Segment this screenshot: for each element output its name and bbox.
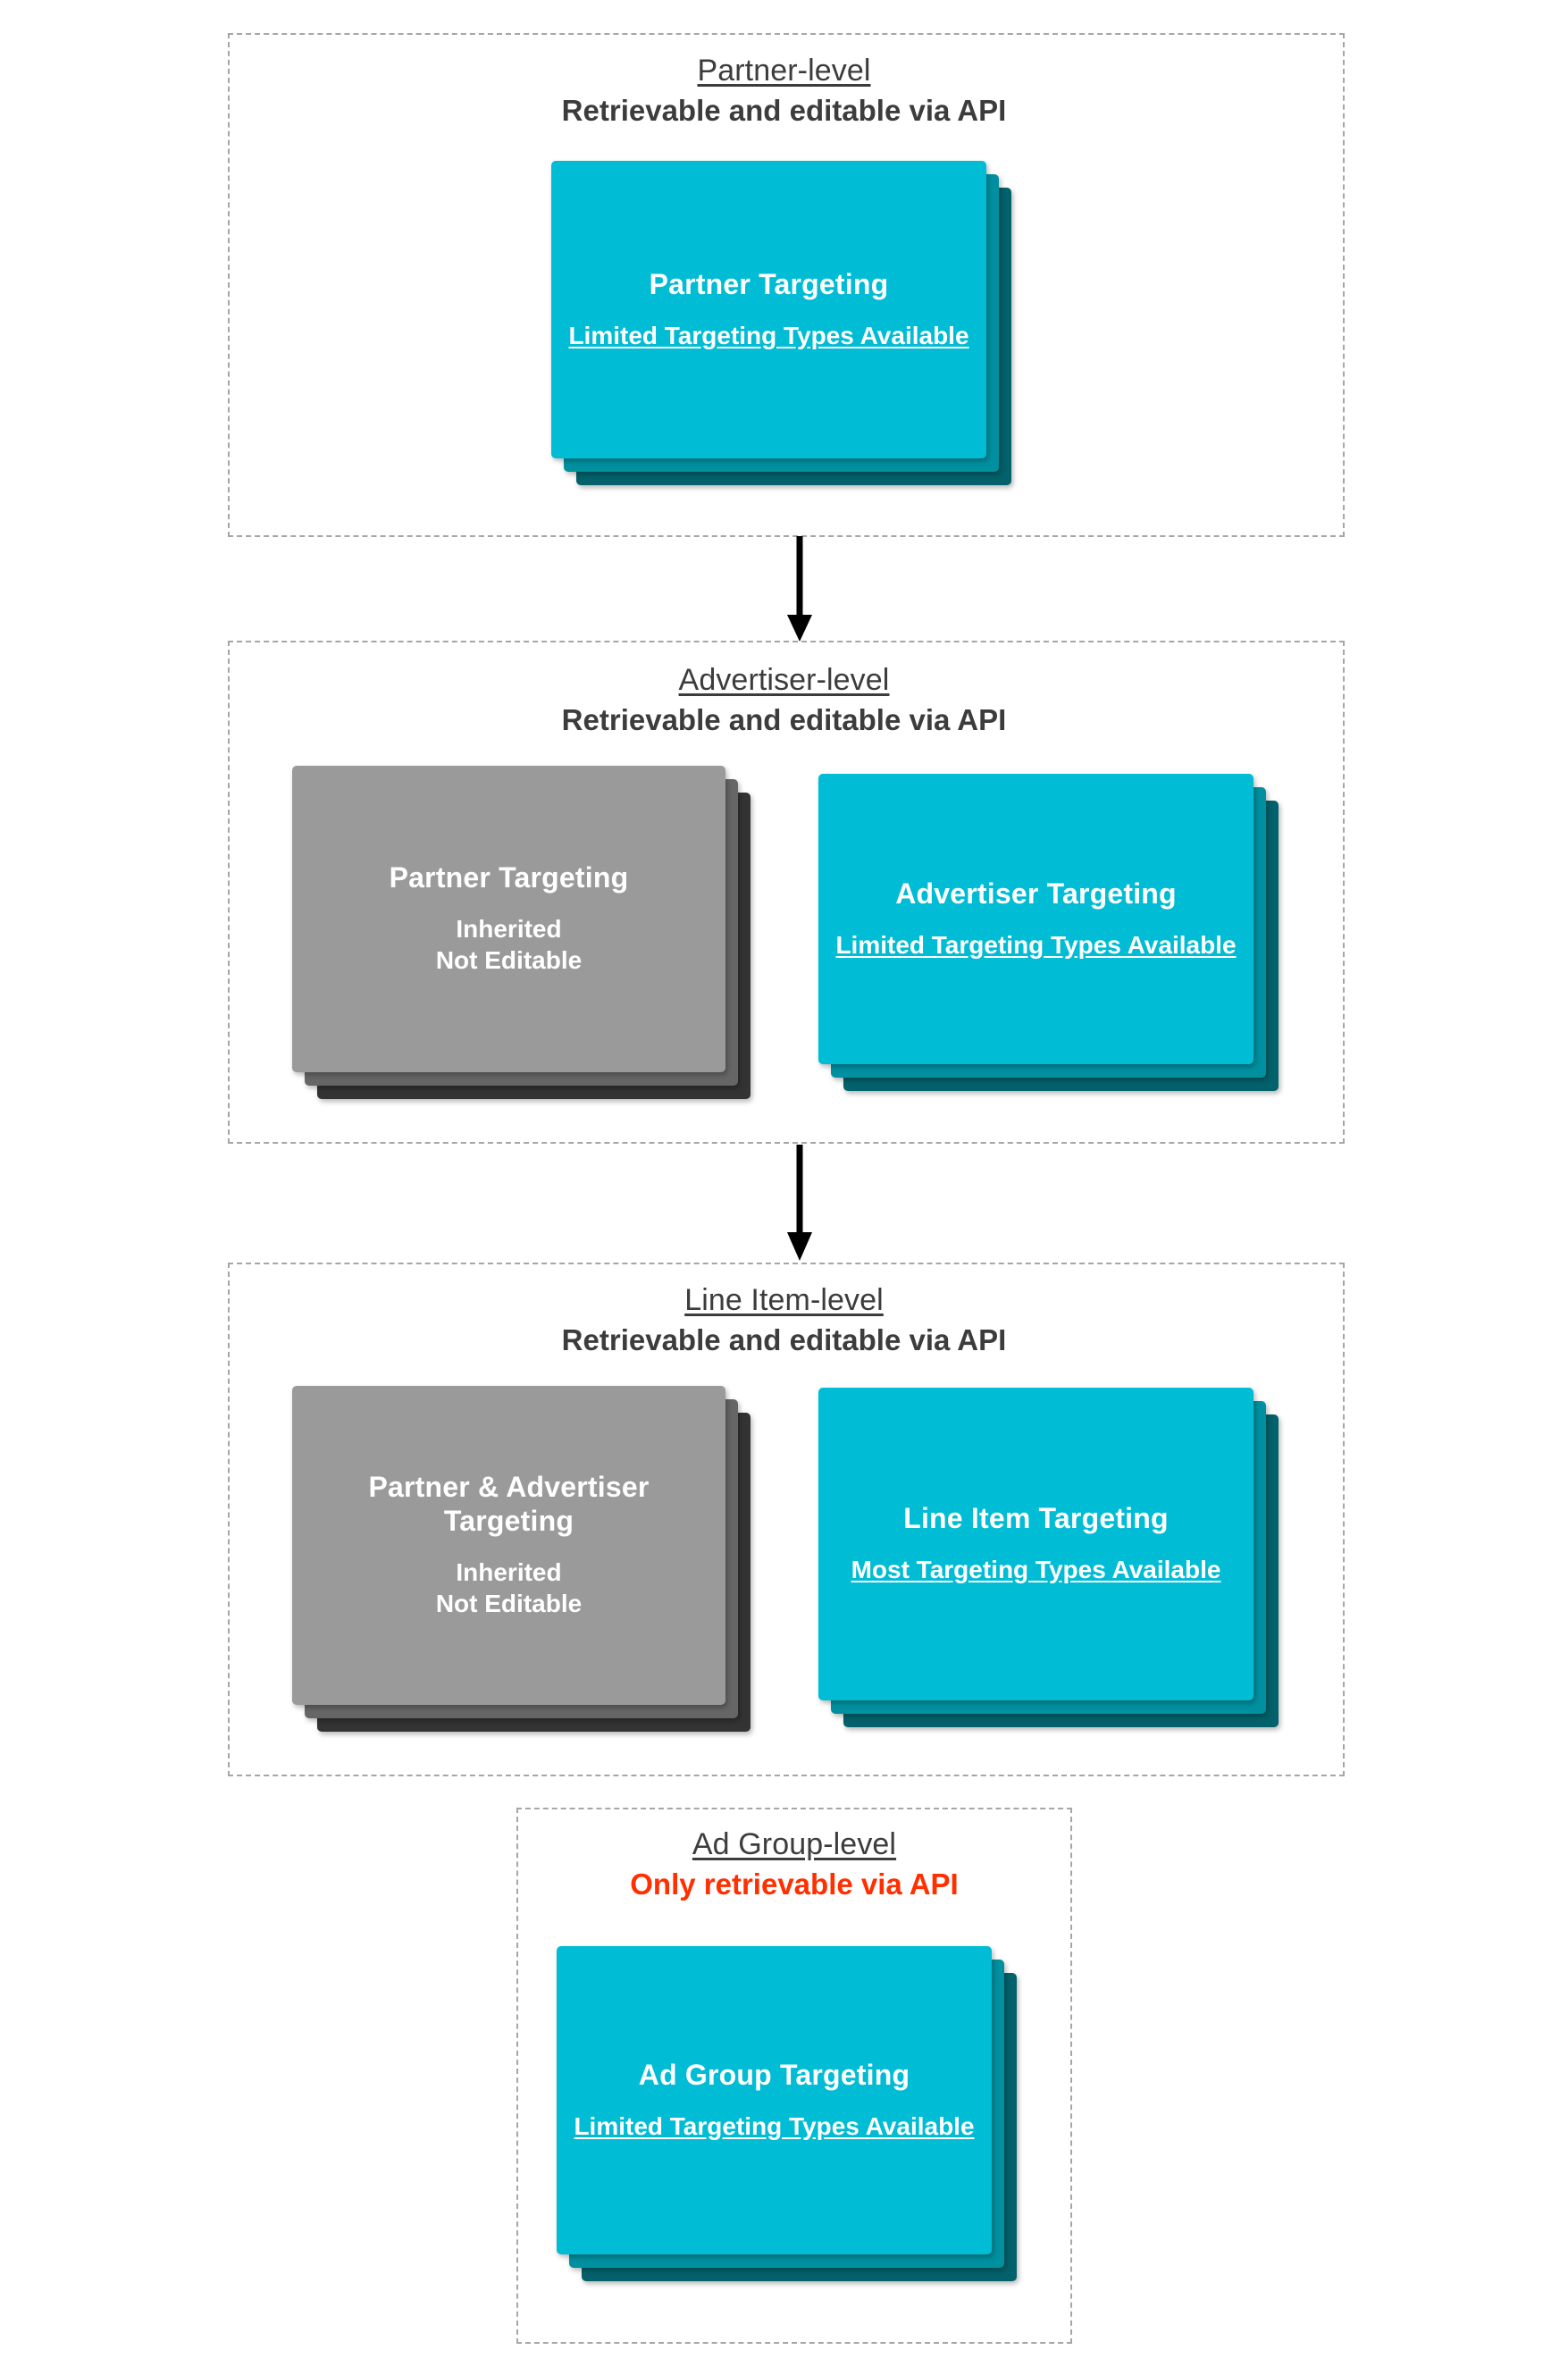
card-title: Partner Targeting — [389, 861, 629, 894]
card-body: Ad Group Targeting Limited Targeting Typ… — [557, 1946, 992, 2254]
card-stack-partner-targeting[interactable]: Partner Targeting Limited Targeting Type… — [551, 161, 1011, 485]
card-note: Inherited Not Editable — [435, 1557, 583, 1618]
card-body: Partner Targeting Limited Targeting Type… — [551, 161, 986, 458]
level-container-ad-group — [516, 1808, 1072, 2344]
card-title: Line Item Targeting — [903, 1502, 1169, 1535]
card-body: Line Item Targeting Most Targeting Types… — [818, 1388, 1254, 1700]
card-layer-front: Partner & Advertiser Targeting Inherited… — [292, 1386, 725, 1705]
card-note: Inherited Not Editable — [435, 915, 583, 975]
card-layer-front: Ad Group Targeting Limited Targeting Typ… — [557, 1946, 992, 2254]
card-title: Partner Targeting — [649, 267, 889, 300]
card-layer-front: Partner Targeting Inherited Not Editable — [292, 766, 725, 1072]
card-stack-line-item-targeting[interactable]: Line Item Targeting Most Targeting Types… — [818, 1388, 1279, 1727]
card-title: Partner & Advertiser Targeting — [368, 1471, 650, 1538]
arrow-advertiser-to-line-item — [768, 1145, 831, 1263]
card-note: Limited Targeting Types Available — [574, 2111, 975, 2140]
card-title: Advertiser Targeting — [895, 877, 1177, 910]
card-body: Partner Targeting Inherited Not Editable — [292, 766, 725, 1072]
level-container-line-item — [228, 1263, 1345, 1776]
card-stack-inherited-partner-advertiser-targeting[interactable]: Partner & Advertiser Targeting Inherited… — [292, 1386, 750, 1732]
card-body: Advertiser Targeting Limited Targeting T… — [818, 774, 1254, 1064]
card-title: Ad Group Targeting — [638, 2058, 910, 2091]
card-stack-ad-group-targeting[interactable]: Ad Group Targeting Limited Targeting Typ… — [557, 1946, 1017, 2281]
card-stack-advertiser-targeting[interactable]: Advertiser Targeting Limited Targeting T… — [818, 774, 1279, 1091]
card-note: Limited Targeting Types Available — [835, 930, 1237, 959]
level-container-partner — [228, 33, 1345, 537]
card-layer-front: Partner Targeting Limited Targeting Type… — [551, 161, 986, 458]
level-container-advertiser — [228, 641, 1345, 1144]
card-note: Limited Targeting Types Available — [568, 321, 969, 349]
card-stack-inherited-partner-targeting[interactable]: Partner Targeting Inherited Not Editable — [292, 766, 750, 1099]
card-note: Most Targeting Types Available — [851, 1556, 1221, 1584]
card-body: Partner & Advertiser Targeting Inherited… — [292, 1386, 725, 1705]
card-layer-front: Line Item Targeting Most Targeting Types… — [818, 1388, 1254, 1700]
card-layer-front: Advertiser Targeting Limited Targeting T… — [818, 774, 1254, 1064]
arrow-partner-to-advertiser — [768, 536, 831, 643]
